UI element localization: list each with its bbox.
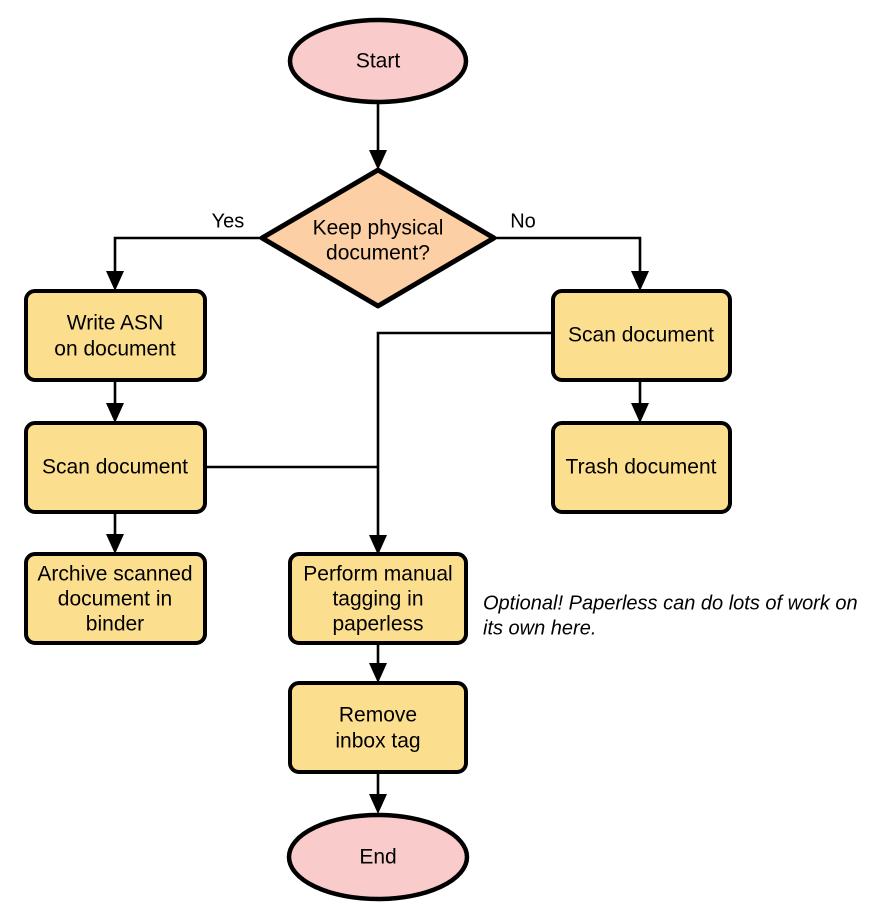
- trash-document-box: [551, 421, 732, 514]
- remove-inbox-tag-box: [288, 681, 468, 774]
- annotation-line1: Optional! Paperless can do lots of work …: [483, 592, 858, 614]
- archive-box: [24, 552, 207, 645]
- node-scan-document-left[interactable]: Scan document: [24, 421, 207, 514]
- edge-scanleft-to-archive: [106, 512, 124, 554]
- decision-label-line1: Keep physical: [313, 217, 444, 240]
- annotation-line2: its own here.: [483, 617, 596, 639]
- start-label: Start: [356, 50, 401, 73]
- edge-writeasn-to-scanleft: [106, 380, 124, 423]
- start-ellipse: [287, 17, 469, 105]
- decision-label-line2: document?: [326, 242, 430, 265]
- annotation-optional-paperless: Optional! Paperless can do lots of work …: [483, 592, 858, 639]
- node-remove-inbox-tag[interactable]: Remove inbox tag: [288, 681, 468, 774]
- edge-start-to-decision: [369, 100, 387, 170]
- write-asn-label-line1: Write ASN: [67, 312, 163, 335]
- archive-label-line2: document in: [58, 588, 172, 611]
- edge-decision-yes: [106, 236, 262, 291]
- node-archive-scanned-document[interactable]: Archive scanned document in binder: [24, 552, 207, 645]
- node-perform-manual-tagging[interactable]: Perform manual tagging in paperless: [288, 552, 468, 645]
- edge-removeinbox-to-end: [369, 771, 387, 814]
- tagging-label-line2: tagging in: [332, 588, 423, 611]
- scan-document-left-label: Scan document: [42, 456, 188, 479]
- write-asn-label-line2: on document: [54, 338, 176, 361]
- node-decision-keep-physical-document[interactable]: Keep physical document?: [259, 167, 497, 309]
- scan-document-right-box: [551, 289, 732, 382]
- remove-inbox-label-line1: Remove: [339, 704, 417, 727]
- node-scan-document-right[interactable]: Scan document: [551, 289, 732, 382]
- end-label: End: [359, 846, 396, 869]
- scan-document-left-box: [24, 421, 207, 514]
- edge-label-no: No: [510, 210, 536, 232]
- scan-document-right-label: Scan document: [568, 324, 714, 347]
- node-end[interactable]: End: [286, 812, 470, 902]
- edge-decision-no: [494, 236, 649, 291]
- edge-tagging-to-removeinbox: [369, 643, 387, 683]
- edge-scanright-to-tagging: [369, 331, 553, 555]
- archive-label-line3: binder: [86, 613, 144, 636]
- end-ellipse: [286, 812, 470, 902]
- remove-inbox-label-line2: inbox tag: [335, 730, 420, 753]
- archive-label-line1: Archive scanned: [37, 563, 192, 586]
- decision-diamond: [259, 167, 497, 309]
- edge-label-yes: Yes: [212, 210, 245, 232]
- tagging-box: [288, 552, 468, 645]
- node-start[interactable]: Start: [287, 17, 469, 105]
- tagging-label-line1: Perform manual: [303, 563, 452, 586]
- node-trash-document[interactable]: Trash document: [551, 421, 732, 514]
- tagging-label-line3: paperless: [332, 613, 423, 636]
- write-asn-box: [24, 289, 207, 382]
- node-write-asn-on-document[interactable]: Write ASN on document: [24, 289, 207, 382]
- trash-document-label: Trash document: [566, 456, 717, 479]
- edge-scanright-to-trash: [631, 380, 649, 423]
